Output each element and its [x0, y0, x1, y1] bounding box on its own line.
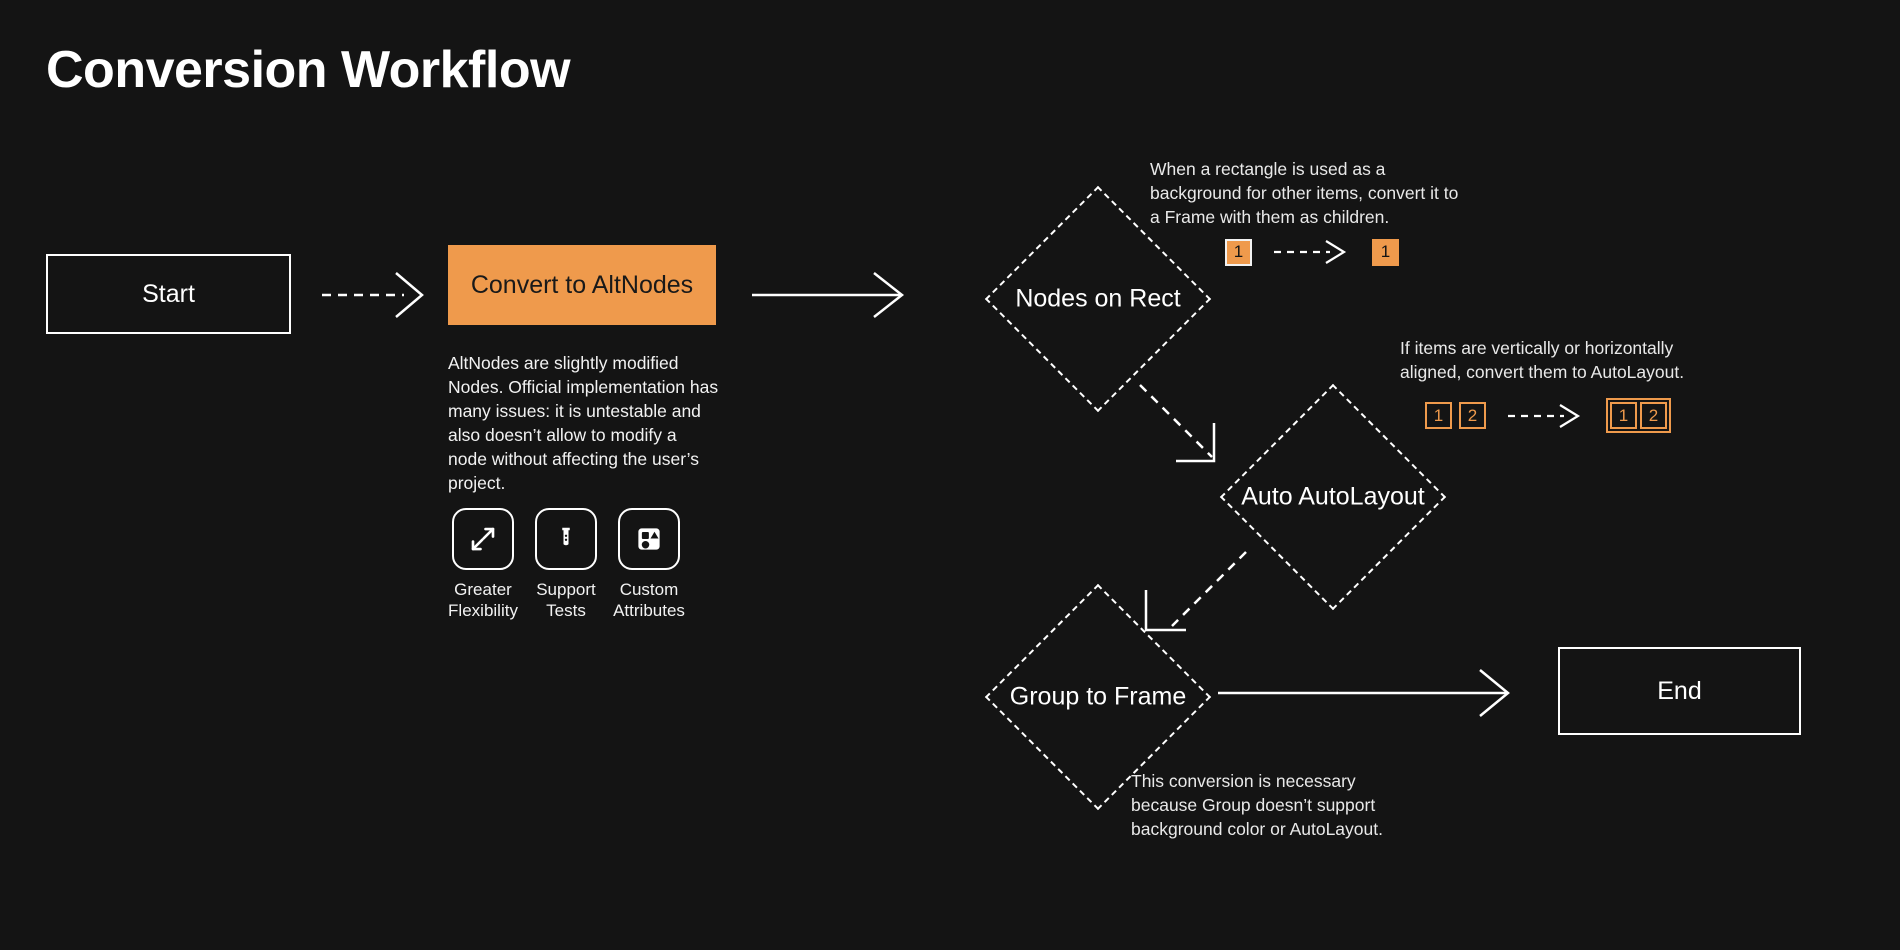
feature-label: Custom Attributes — [613, 580, 685, 621]
badge-before-2: 2 — [1459, 402, 1486, 429]
node-end-label: End — [1657, 676, 1702, 705]
node-nodes-on-rect-label: Nodes on Rect — [1015, 284, 1181, 313]
edge-nodes-on-rect-to-auto-autolayout — [1139, 384, 1216, 463]
autolayout-example-illustration: 1 2 1 2 — [1425, 398, 1671, 433]
dashed-arrow-icon — [1508, 403, 1581, 428]
node-group-to-frame[interactable]: Group to Frame — [984, 583, 1212, 811]
badge-before-1: 1 — [1425, 402, 1452, 429]
group-to-frame-annotation: This conversion is necessary because Gro… — [1131, 771, 1383, 839]
page-title: Conversion Workflow — [46, 41, 571, 99]
feature-greater-flexibility[interactable]: Greater Flexibility — [448, 508, 518, 622]
edge-group-to-frame-to-end — [1218, 669, 1510, 717]
node-start-label: Start — [142, 279, 195, 308]
badge-group-after: 1 2 — [1606, 398, 1671, 433]
feature-label: Support Tests — [536, 580, 596, 621]
edge-start-to-convert — [322, 272, 424, 318]
rect-example-illustration: 1 1 — [1225, 238, 1399, 266]
node-nodes-on-rect[interactable]: Nodes on Rect — [984, 185, 1212, 413]
shapes-icon — [618, 508, 680, 570]
node-auto-autolayout-label: Auto AutoLayout — [1241, 482, 1425, 511]
altnodes-description: AltNodes are slightly modified Nodes. Of… — [448, 353, 719, 493]
nodes-on-rect-annotation: When a rectangle is used as a background… — [1150, 159, 1459, 227]
feature-list: Greater Flexibility Support Tests — [448, 508, 685, 622]
node-start[interactable]: Start — [46, 254, 291, 334]
badge-before-1: 1 — [1225, 238, 1252, 266]
badge-group-before: 1 2 — [1425, 402, 1486, 429]
feature-support-tests[interactable]: Support Tests — [535, 508, 597, 622]
node-convert-to-altnodes[interactable]: Convert to AltNodes — [448, 245, 716, 325]
node-convert-label: Convert to AltNodes — [470, 270, 694, 299]
dashed-arrow-icon — [1274, 240, 1347, 264]
node-end[interactable]: End — [1558, 647, 1801, 735]
badge-after-2: 2 — [1640, 402, 1667, 429]
node-auto-autolayout[interactable]: Auto AutoLayout — [1219, 383, 1447, 611]
badge-after-1: 1 — [1610, 402, 1637, 429]
node-group-to-frame-label: Group to Frame — [1009, 682, 1187, 711]
edge-convert-to-nodes-on-rect — [752, 272, 905, 318]
auto-autolayout-annotation: If items are vertically or horizontally … — [1400, 338, 1685, 382]
feature-custom-attributes[interactable]: Custom Attributes — [613, 508, 685, 622]
expand-arrows-icon — [452, 508, 514, 570]
test-tube-icon — [535, 508, 597, 570]
feature-label: Greater Flexibility — [448, 580, 518, 621]
edge-auto-autolayout-to-group-to-frame — [1144, 551, 1247, 632]
badge-after-1: 1 — [1372, 238, 1399, 266]
